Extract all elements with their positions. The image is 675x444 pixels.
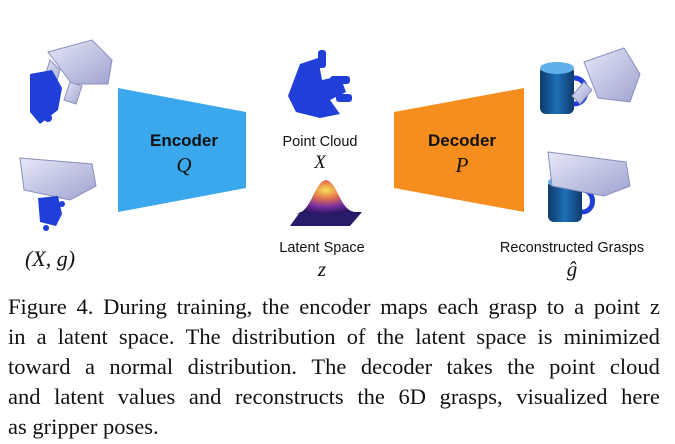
latent-distribution-icon xyxy=(290,180,362,226)
encoder-title: Encoder xyxy=(150,131,218,150)
gripper-icon xyxy=(39,39,113,105)
encoder-block: Encoder Q xyxy=(118,88,246,212)
caption-line: as gripper poses. xyxy=(8,414,159,439)
gripper-icon xyxy=(19,157,97,201)
output-label: Reconstructed Grasps xyxy=(500,240,644,256)
latent-symbol: z xyxy=(317,257,326,281)
object-point-cloud-icon xyxy=(38,196,65,231)
gripper-icon xyxy=(571,47,641,105)
output-symbol: ĝ xyxy=(567,257,578,281)
encoder-shape xyxy=(118,88,246,212)
point-cloud-icon xyxy=(288,50,352,118)
input-grasp-bottom xyxy=(19,157,97,231)
figure-diagram: (X, g) Encoder Q Point Cloud X Latent Sp… xyxy=(19,39,644,281)
input-label: (X, g) xyxy=(25,246,75,271)
point-cloud-label: Point Cloud xyxy=(283,134,358,150)
latent-label: Latent Space xyxy=(279,240,364,256)
point-cloud-symbol: X xyxy=(313,152,327,173)
gripper-icon xyxy=(547,151,631,197)
decoder-symbol: P xyxy=(455,153,469,177)
decoder-title: Decoder xyxy=(428,131,496,150)
output-grasp-bottom xyxy=(547,151,631,222)
decoder-shape xyxy=(394,88,524,212)
decoder-block: Decoder P xyxy=(394,88,524,212)
object-point-cloud-icon xyxy=(30,70,62,124)
encoder-symbol: Q xyxy=(176,153,191,177)
output-grasp-top xyxy=(540,47,641,114)
input-grasp-top xyxy=(30,39,113,124)
